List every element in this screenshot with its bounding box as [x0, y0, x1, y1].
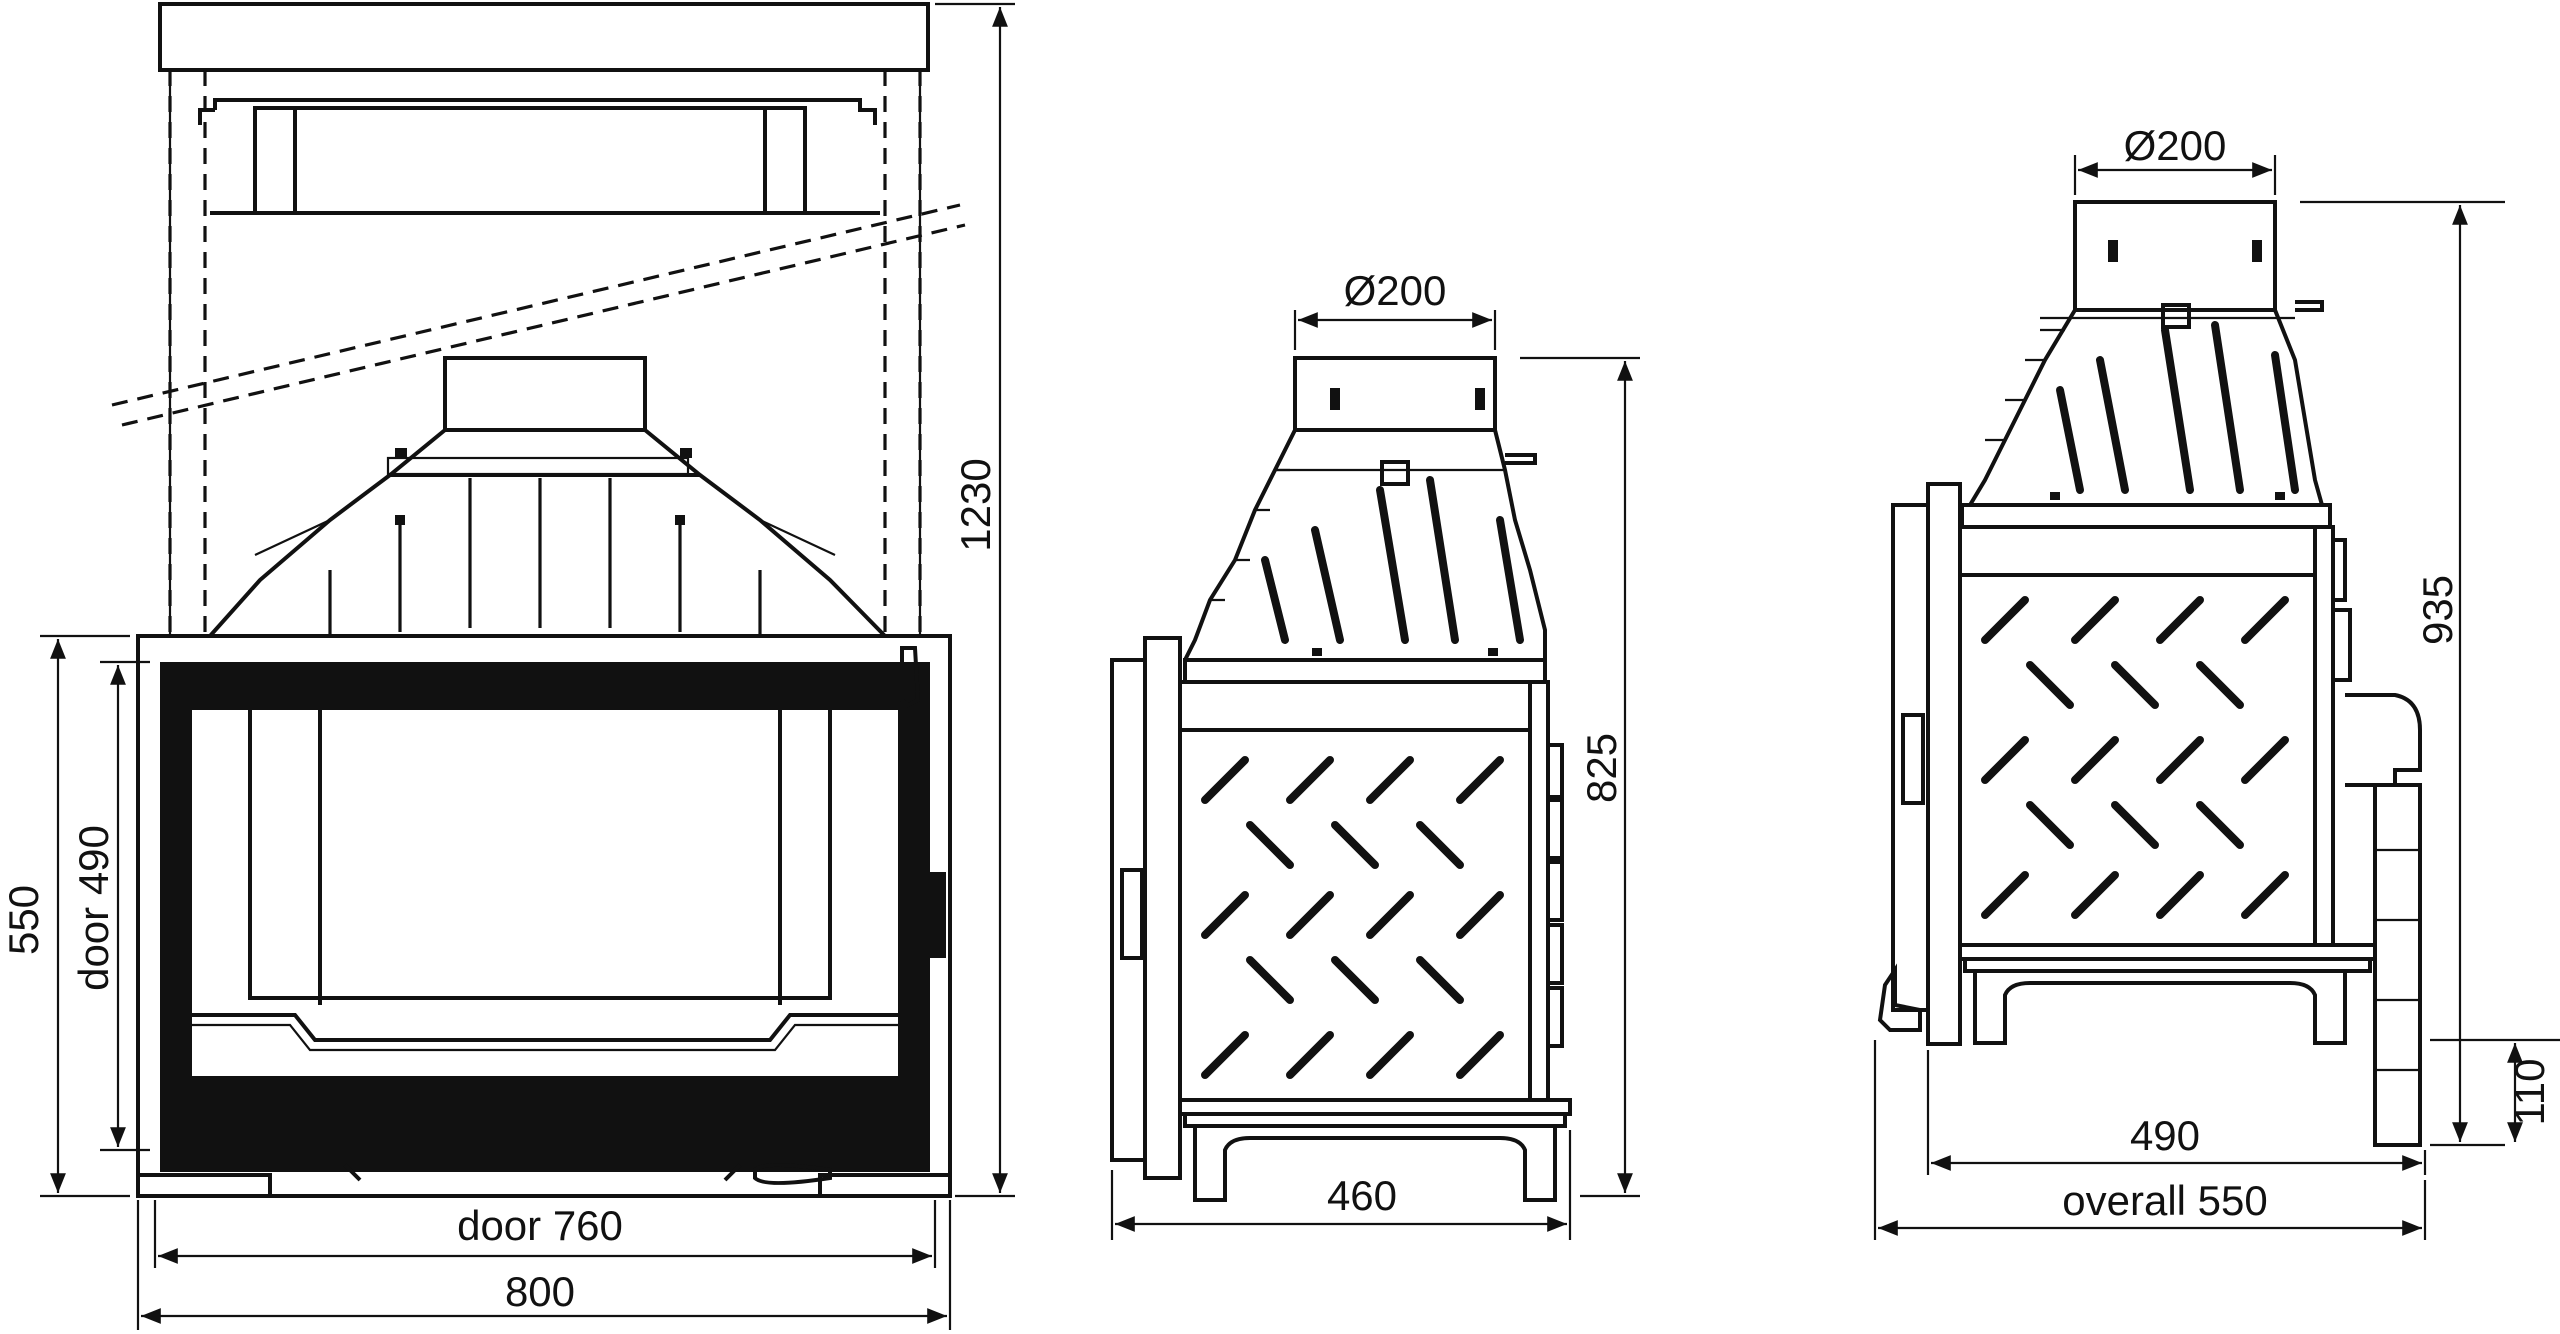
front-dim-width: 800 [505, 1268, 575, 1315]
front-dim-height: 550 [0, 885, 47, 955]
side2-herringbone [1981, 596, 2289, 919]
front-hood-top [158, 2, 930, 72]
front-flue-collar [443, 356, 647, 432]
front-view: door 760 800 550 door 490 1230 [0, 2, 1015, 1330]
side2-flue [2073, 200, 2277, 312]
front-body [136, 634, 952, 1198]
front-door-frame [160, 662, 930, 1172]
side-body [1178, 680, 1532, 1102]
side2-dim-base: 110 [2506, 1059, 2553, 1126]
side-dim-flue: Ø200 [1344, 267, 1447, 314]
front-dim-door-height: door 490 [70, 825, 117, 991]
side2-dim-height: 935 [2414, 575, 2461, 645]
side-herringbone [1201, 756, 1504, 1079]
side-flue [1293, 356, 1497, 432]
side2-dim-depth: 490 [2130, 1112, 2200, 1159]
front-dim-door-width: door 760 [457, 1202, 623, 1249]
side-dim-height: 825 [1578, 733, 1625, 803]
front-dim-total-height: 1230 [952, 458, 999, 551]
side2-view: Ø200 490 overall 550 935 110 [1873, 122, 2560, 1240]
side-view: Ø200 460 825 [1110, 267, 1640, 1240]
side2-dim-overall: overall 550 [2062, 1177, 2267, 1224]
side-dim-depth: 460 [1327, 1172, 1397, 1219]
side2-dim-flue: Ø200 [2124, 122, 2227, 169]
